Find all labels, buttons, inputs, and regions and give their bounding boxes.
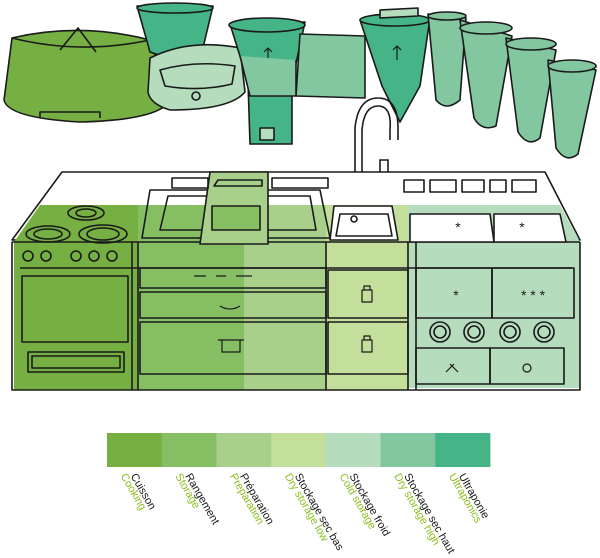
- legend-swatch-dry-storage-high: [380, 433, 436, 467]
- hanging-tubes: [239, 33, 366, 99]
- zone-cold-storage: [408, 205, 580, 388]
- control-panel: [403, 179, 537, 193]
- oven-door: [21, 275, 129, 343]
- drawer-top: [139, 267, 327, 289]
- hanging-vase-right: [359, 7, 431, 123]
- freezer-symbol-right: * * *: [521, 287, 546, 303]
- dry-low-drawer-bottom: [327, 321, 409, 375]
- legend-swatch-cooking: [107, 433, 163, 467]
- drawer-bottom: [139, 321, 327, 375]
- island: [11, 171, 581, 391]
- hanging-bowl-left: [3, 27, 171, 123]
- hanging-containers: [3, 2, 597, 159]
- fridge-knobs: [429, 321, 555, 343]
- drawer-mid: [139, 291, 327, 319]
- freezer-right: [491, 267, 575, 319]
- cooktop: [25, 205, 128, 244]
- dry-low-drawer-top: [327, 269, 409, 319]
- legend-swatch-dry-storage-low: [271, 433, 327, 467]
- freezer-symbol-counter-right: *: [519, 219, 525, 235]
- legend-swatch-storage: [161, 433, 217, 467]
- legend-swatch-ultraponics: [435, 433, 491, 467]
- oven-knobs: [22, 250, 118, 262]
- hanging-cones: [427, 11, 597, 159]
- freezer-symbol-left: *: [453, 287, 459, 303]
- hanging-tray: [147, 43, 246, 111]
- sink: [329, 205, 399, 241]
- legend-swatch-cold-storage: [325, 433, 381, 467]
- legend-swatch-preparation: [216, 433, 272, 467]
- freezer-symbol-counter-left: *: [455, 219, 461, 235]
